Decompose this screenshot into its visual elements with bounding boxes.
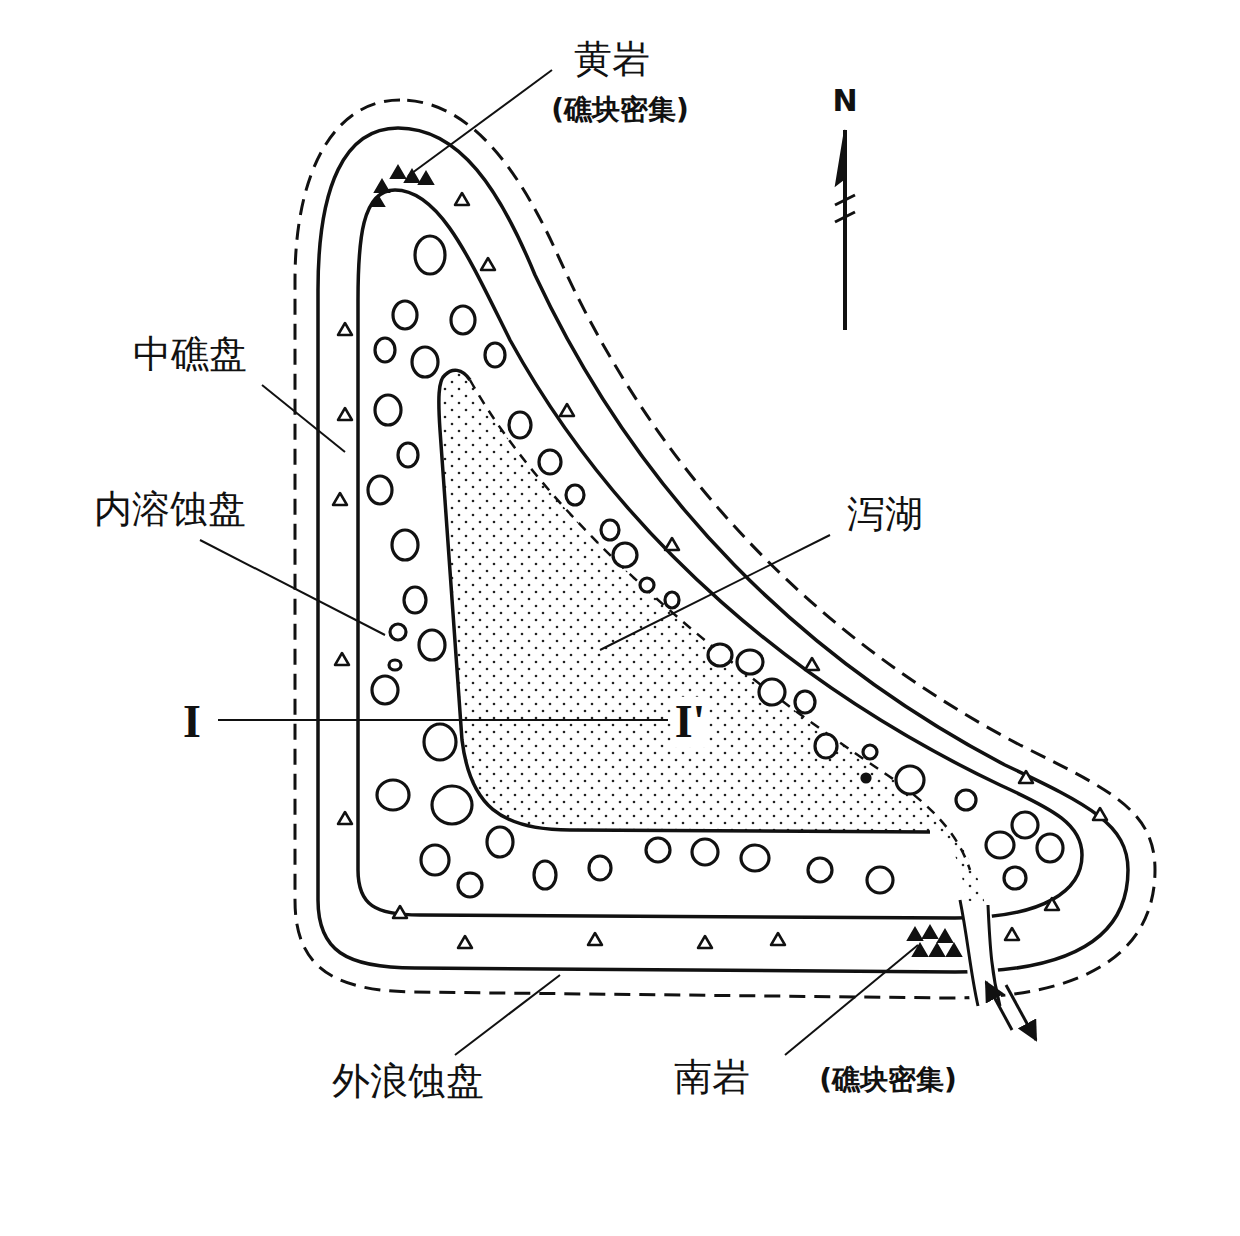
leader-line	[785, 945, 918, 1055]
zone-name: 内溶蚀盘	[91, 489, 249, 531]
flow-arrow	[1006, 985, 1036, 1040]
channel-line	[960, 900, 978, 1006]
place-note: (礁块密集)	[816, 1065, 960, 1096]
inner-edge	[358, 190, 1082, 918]
dense-reef-blocks	[372, 166, 961, 956]
leader-line	[600, 535, 830, 650]
leader-line	[200, 540, 385, 635]
leader-line	[455, 975, 560, 1055]
section-label: I	[180, 697, 204, 748]
section-label: I'	[672, 697, 709, 748]
reef-edge	[318, 128, 1128, 972]
outer-boundary	[295, 100, 1155, 998]
lagoon-edge	[439, 370, 930, 832]
place-name: 黄岩	[571, 39, 653, 81]
reef-blocks	[333, 193, 1107, 948]
zone-name: 外浪蚀盘	[329, 1061, 487, 1103]
lagoon	[439, 370, 985, 905]
place-name: 南岩	[671, 1057, 753, 1099]
place-note: (礁块密集)	[548, 95, 692, 126]
north-label: N	[829, 84, 860, 117]
lagoon-edge-dashed	[470, 380, 970, 870]
section-line	[218, 719, 668, 721]
leader-line	[262, 385, 345, 452]
reef-boulders	[368, 236, 1063, 897]
leader-line	[408, 70, 552, 176]
zone-name: 中礁盘	[130, 334, 250, 376]
zone-name: 泻湖	[844, 494, 926, 536]
north-arrow	[835, 130, 855, 330]
